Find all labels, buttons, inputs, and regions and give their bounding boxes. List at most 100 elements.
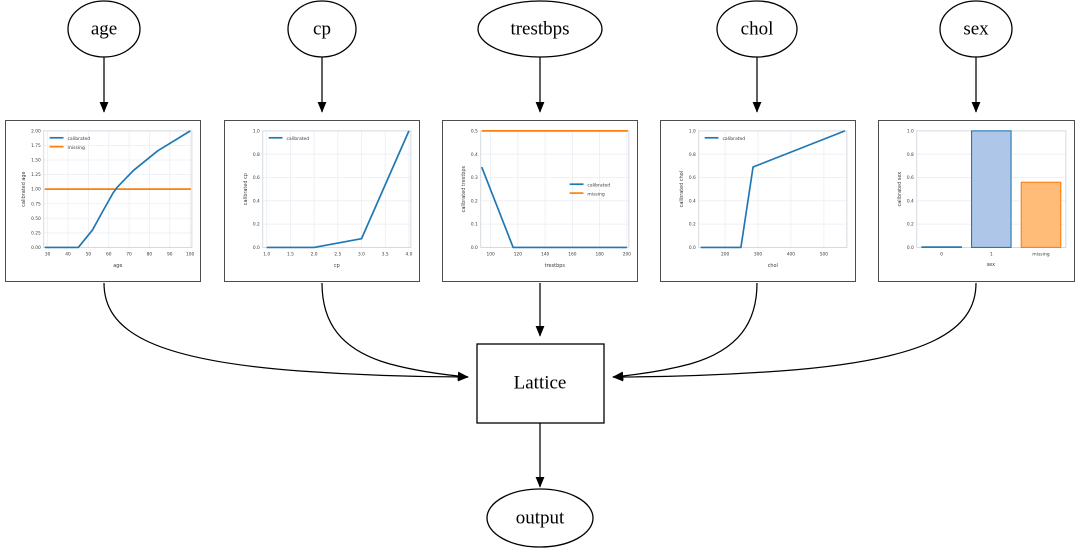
cp-xaxis-label: cp bbox=[334, 263, 340, 269]
chol-plot: calibrated 0.0 0.2 0.4 0.6 0.8 1.0 200 3… bbox=[679, 128, 848, 269]
sex-xtick-1: 1 bbox=[990, 251, 993, 257]
trestbps-yaxis-label: calibrated trestbps bbox=[461, 165, 467, 212]
sex-ytick-3: 0.6 bbox=[907, 175, 914, 181]
trestbps-ytick-0: 0.0 bbox=[471, 245, 478, 251]
age-ytick-5: 1.25 bbox=[31, 172, 41, 178]
cp-xtick-5: 3.5 bbox=[382, 251, 389, 257]
cp-xtick-6: 4.0 bbox=[405, 251, 412, 257]
chol-yaxis-label: calibrated chol bbox=[679, 171, 685, 207]
lattice-node[interactable]: Lattice bbox=[476, 343, 605, 424]
sex-xtick-2: missing bbox=[1032, 251, 1050, 257]
sex-xaxis-label: sex bbox=[987, 262, 996, 268]
age-xaxis-label: age bbox=[113, 263, 122, 269]
input-node-trestbps-label: trestbps bbox=[510, 18, 569, 39]
input-node-age-label: age bbox=[91, 18, 117, 39]
trestbps-ytick-1: 0.1 bbox=[471, 222, 478, 228]
age-ytick-1: 0.25 bbox=[31, 230, 41, 236]
cp-legend-calibrated: calibrated bbox=[286, 136, 309, 142]
chol-legend-calibrated: calibrated bbox=[722, 136, 745, 142]
cp-xtick-2: 2.0 bbox=[311, 251, 318, 257]
cp-ytick-2: 0.4 bbox=[253, 198, 260, 204]
chol-xaxis-label: chol bbox=[768, 263, 778, 269]
sex-plot: 0.0 0.2 0.4 0.6 0.8 1.0 0 1 missing sex … bbox=[897, 128, 1067, 268]
output-node[interactable]: output bbox=[486, 488, 594, 548]
age-xtick-0: 30 bbox=[45, 251, 51, 257]
lattice-node-label: Lattice bbox=[514, 372, 567, 393]
input-node-sex[interactable]: sex bbox=[939, 0, 1013, 58]
calibrator-panel-sex[interactable]: 0.0 0.2 0.4 0.6 0.8 1.0 0 1 missing sex … bbox=[878, 120, 1075, 282]
trestbps-xtick-3: 160 bbox=[568, 251, 577, 257]
age-legend-calibrated: calibrated bbox=[67, 136, 90, 142]
trestbps-legend-calibrated: calibrated bbox=[587, 182, 610, 188]
trestbps-ytick-3: 0.3 bbox=[471, 175, 478, 181]
cp-plot: calibrated 0.0 0.2 0.4 0.6 0.8 1.0 1.0 1… bbox=[243, 128, 413, 269]
trestbps-ytick-5: 0.5 bbox=[471, 128, 478, 134]
age-yaxis-label: calibrated age bbox=[21, 171, 27, 206]
sex-ytick-2: 0.4 bbox=[907, 198, 914, 204]
cp-series-calibrated bbox=[266, 130, 410, 249]
sex-ytick-1: 0.2 bbox=[907, 222, 914, 228]
edge-cpplot-to-lattice bbox=[321, 282, 469, 381]
chol-ytick-0: 0.0 bbox=[689, 245, 696, 251]
age-xtick-2: 50 bbox=[86, 251, 92, 257]
chol-ytick-4: 0.8 bbox=[689, 152, 696, 158]
age-xtick-5: 80 bbox=[147, 251, 153, 257]
cp-ytick-0: 0.0 bbox=[253, 245, 260, 251]
edge-sexplot-to-lattice bbox=[612, 282, 977, 382]
calibrator-panel-chol[interactable]: calibrated 0.0 0.2 0.4 0.6 0.8 1.0 200 3… bbox=[660, 120, 856, 282]
input-node-sex-label: sex bbox=[963, 18, 989, 39]
cp-legend: calibrated bbox=[268, 136, 309, 142]
sex-bar-1 bbox=[971, 130, 1012, 248]
cp-ytick-1: 0.2 bbox=[253, 222, 260, 228]
age-plot: calibrated missing 0.00 0.25 0.50 0.75 1… bbox=[21, 128, 195, 269]
trestbps-xtick-1: 120 bbox=[514, 251, 523, 257]
edge-cholplot-to-lattice bbox=[612, 282, 758, 381]
sex-ytick-4: 0.8 bbox=[907, 152, 914, 158]
chol-ytick-5: 1.0 bbox=[689, 128, 696, 134]
cp-yaxis-label: calibrated cp bbox=[243, 173, 249, 205]
age-xtick-3: 60 bbox=[106, 251, 112, 257]
age-ytick-0: 0.00 bbox=[31, 245, 41, 251]
input-node-chol-label: chol bbox=[741, 18, 774, 39]
calibrator-panel-trestbps[interactable]: calibrated missing 0.0 0.1 0.2 0.3 0.4 0… bbox=[442, 120, 638, 282]
trestbps-xtick-4: 180 bbox=[596, 251, 605, 257]
edge-ageplot-to-lattice bbox=[103, 282, 469, 382]
chol-ytick-3: 0.6 bbox=[689, 175, 696, 181]
input-node-cp[interactable]: cp bbox=[287, 0, 357, 58]
chol-series-calibrated bbox=[700, 130, 846, 249]
age-xtick-6: 90 bbox=[167, 251, 173, 257]
trestbps-legend: calibrated missing bbox=[569, 182, 610, 197]
age-ytick-3: 0.75 bbox=[31, 201, 41, 207]
chol-xtick-3: 500 bbox=[820, 251, 829, 257]
trestbps-xtick-0: 100 bbox=[486, 251, 495, 257]
sex-ytick-0: 0.0 bbox=[907, 245, 914, 251]
input-node-cp-label: cp bbox=[313, 18, 331, 39]
chol-ytick-1: 0.2 bbox=[689, 222, 696, 228]
trestbps-xaxis-label: trestbps bbox=[545, 263, 566, 269]
trestbps-series-calibrated bbox=[480, 166, 627, 249]
input-node-chol[interactable]: chol bbox=[716, 0, 798, 58]
age-ytick-7: 1.75 bbox=[31, 143, 41, 149]
chol-xtick-0: 200 bbox=[721, 251, 730, 257]
trestbps-ytick-4: 0.4 bbox=[471, 152, 478, 158]
input-node-age[interactable]: age bbox=[67, 0, 141, 58]
age-legend: calibrated missing bbox=[49, 136, 90, 151]
age-ytick-8: 2.00 bbox=[31, 128, 41, 134]
trestbps-legend-missing: missing bbox=[587, 191, 605, 197]
trestbps-xtick-2: 140 bbox=[541, 251, 550, 257]
output-node-label: output bbox=[516, 507, 565, 528]
sex-bar-missing bbox=[1020, 181, 1062, 248]
cp-xtick-0: 1.0 bbox=[263, 251, 270, 257]
sex-xtick-0: 0 bbox=[940, 251, 943, 257]
cp-ytick-5: 1.0 bbox=[253, 128, 260, 134]
chol-legend: calibrated bbox=[704, 136, 745, 142]
input-node-trestbps[interactable]: trestbps bbox=[477, 0, 603, 58]
cp-ytick-3: 0.6 bbox=[253, 175, 260, 181]
cp-xtick-4: 3.0 bbox=[358, 251, 365, 257]
calibrator-panel-age[interactable]: calibrated missing 0.00 0.25 0.50 0.75 1… bbox=[5, 120, 201, 282]
calibrator-panel-cp[interactable]: calibrated 0.0 0.2 0.4 0.6 0.8 1.0 1.0 1… bbox=[224, 120, 420, 282]
age-series-calibrated bbox=[44, 130, 191, 249]
sex-yaxis-label: calibrated sex bbox=[897, 172, 903, 207]
